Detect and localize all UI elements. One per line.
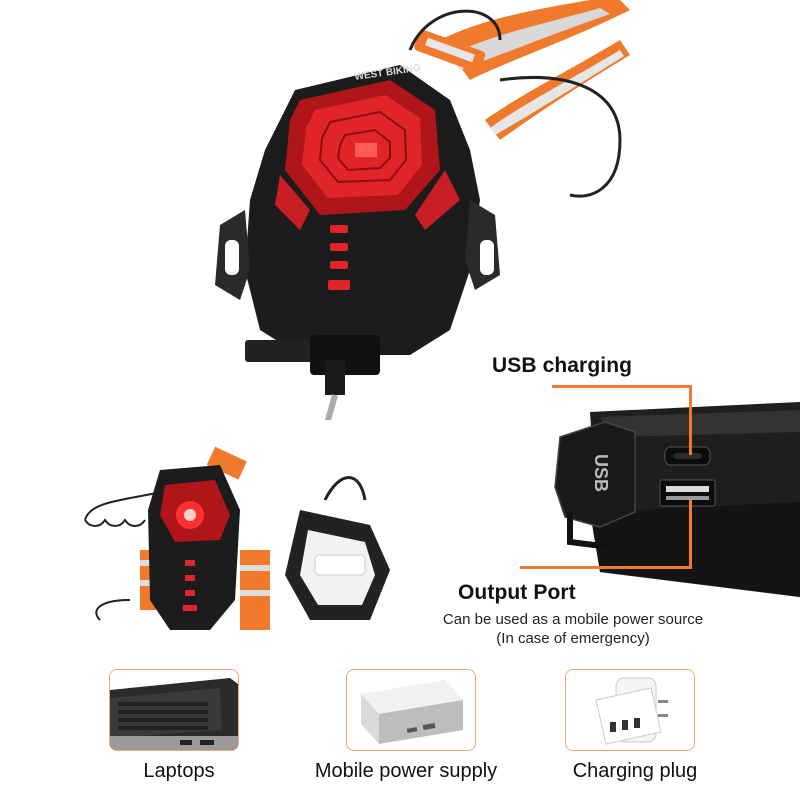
laptop-icon <box>110 678 238 750</box>
worn-kit-photo <box>70 430 410 640</box>
laptop-card <box>109 669 239 751</box>
output-port-note-line2: (In case of emergency) <box>496 630 650 647</box>
cable-loops <box>408 9 622 198</box>
power-bank-card <box>346 669 476 751</box>
usb-charging-leader-vertical <box>689 385 692 455</box>
reflective-strap <box>414 0 630 140</box>
usb-port-mark: USB <box>591 454 611 492</box>
output-port-leader-horizontal <box>520 566 692 569</box>
usb-charging-label: USB charging <box>492 354 633 377</box>
front-white-light <box>285 476 390 620</box>
charging-plug-card <box>565 669 695 751</box>
device-body <box>215 65 500 521</box>
output-port-label: Output Port <box>458 581 576 604</box>
output-port-note-line1: Can be used as a mobile power source <box>442 611 704 628</box>
usb-a-port <box>659 479 716 507</box>
charging-plug-icon <box>595 677 668 745</box>
power-bank-label: Mobile power supply <box>314 760 498 782</box>
output-port-leader-vertical <box>689 500 692 568</box>
usb-port-closeup-photo: USB <box>540 392 800 597</box>
usb-port-cover <box>554 421 636 528</box>
charging-plug-label: Charging plug <box>572 760 698 782</box>
laptop-label: Laptops <box>143 760 215 782</box>
power-bank-icon <box>361 680 463 744</box>
usb-charging-leader-horizontal <box>552 385 692 388</box>
